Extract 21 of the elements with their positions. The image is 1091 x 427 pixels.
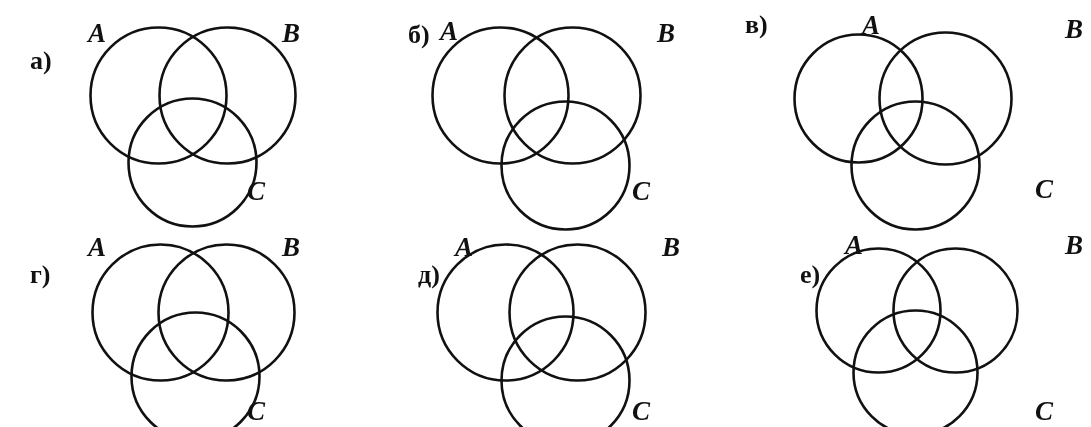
set-label: C [632, 398, 650, 425]
set-label: A [440, 18, 458, 45]
set-label: B [662, 234, 680, 261]
panel-label: а) [30, 48, 52, 74]
set-label: A [88, 20, 106, 47]
set-label: B [1065, 232, 1083, 259]
set-label: C [632, 178, 650, 205]
panel-label: е) [800, 262, 821, 288]
panel-label: в) [745, 12, 768, 38]
set-label: B [657, 20, 675, 47]
set-label: B [282, 20, 300, 47]
set-label: B [1065, 16, 1083, 43]
set-label: C [1035, 398, 1053, 425]
set-label: A [455, 234, 473, 261]
panel-label: д) [418, 262, 440, 288]
set-label: B [282, 234, 300, 261]
set-label: A [88, 234, 106, 261]
set-label: A [862, 12, 880, 39]
set-label: C [1035, 176, 1053, 203]
panel-label: б) [408, 22, 430, 48]
panel-label: г) [30, 262, 51, 288]
